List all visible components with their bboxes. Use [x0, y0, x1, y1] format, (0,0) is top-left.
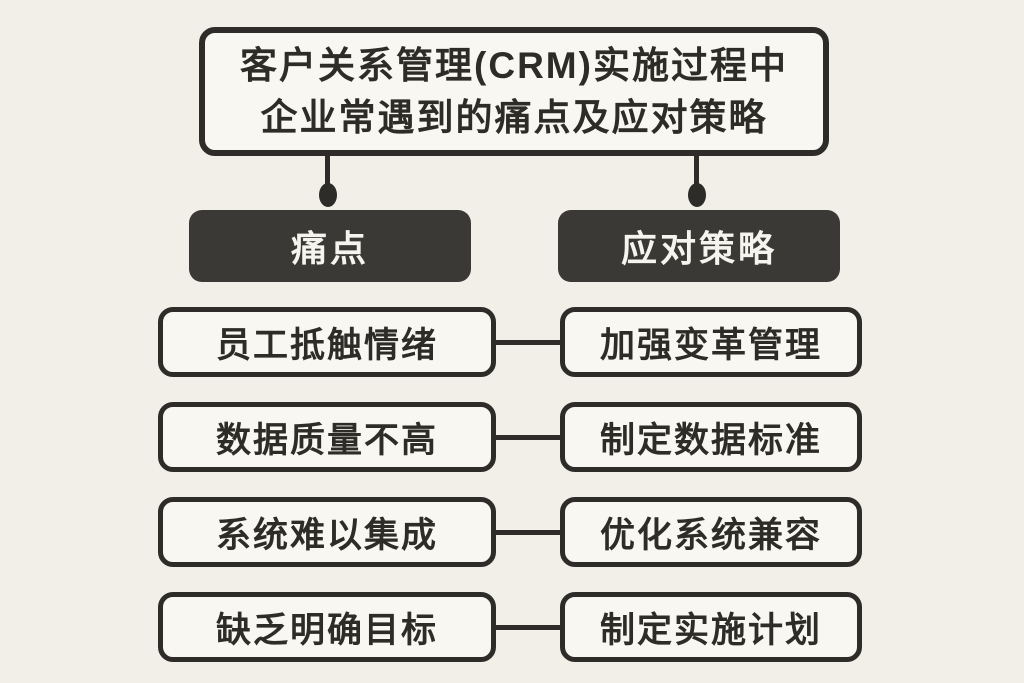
connector-stem-strategy — [694, 154, 699, 188]
strategy-box: 加强变革管理 — [560, 307, 862, 377]
connector-dot-pain — [319, 183, 337, 207]
row-connector-line — [492, 435, 564, 440]
strategy-box: 优化系统兼容 — [560, 497, 862, 567]
pain-point-box: 缺乏明确目标 — [158, 592, 496, 662]
diagram-row: 员工抵触情绪 加强变革管理 — [0, 307, 1024, 377]
strategy-box: 制定数据标准 — [560, 402, 862, 472]
strategy-box: 制定实施计划 — [560, 592, 862, 662]
row-connector-line — [492, 340, 564, 345]
diagram-row: 缺乏明确目标 制定实施计划 — [0, 592, 1024, 662]
row-connector-line — [492, 530, 564, 535]
pain-point-box: 员工抵触情绪 — [158, 307, 496, 377]
connector-stem-pain — [325, 154, 330, 188]
column-header-strategy: 应对策略 — [558, 210, 840, 282]
row-connector-line — [492, 625, 564, 630]
pain-point-box: 系统难以集成 — [158, 497, 496, 567]
column-header-pain: 痛点 — [189, 210, 471, 282]
diagram-title-line-2: 企业常遇到的痛点及应对策略 — [260, 96, 768, 138]
diagram-title-line-1: 客户关系管理(CRM)实施过程中 — [240, 45, 788, 87]
diagram-row: 数据质量不高 制定数据标准 — [0, 402, 1024, 472]
diagram-row: 系统难以集成 优化系统兼容 — [0, 497, 1024, 567]
diagram-title-box: 客户关系管理(CRM)实施过程中 企业常遇到的痛点及应对策略 — [199, 27, 829, 156]
connector-dot-strategy — [688, 183, 706, 207]
pain-point-box: 数据质量不高 — [158, 402, 496, 472]
